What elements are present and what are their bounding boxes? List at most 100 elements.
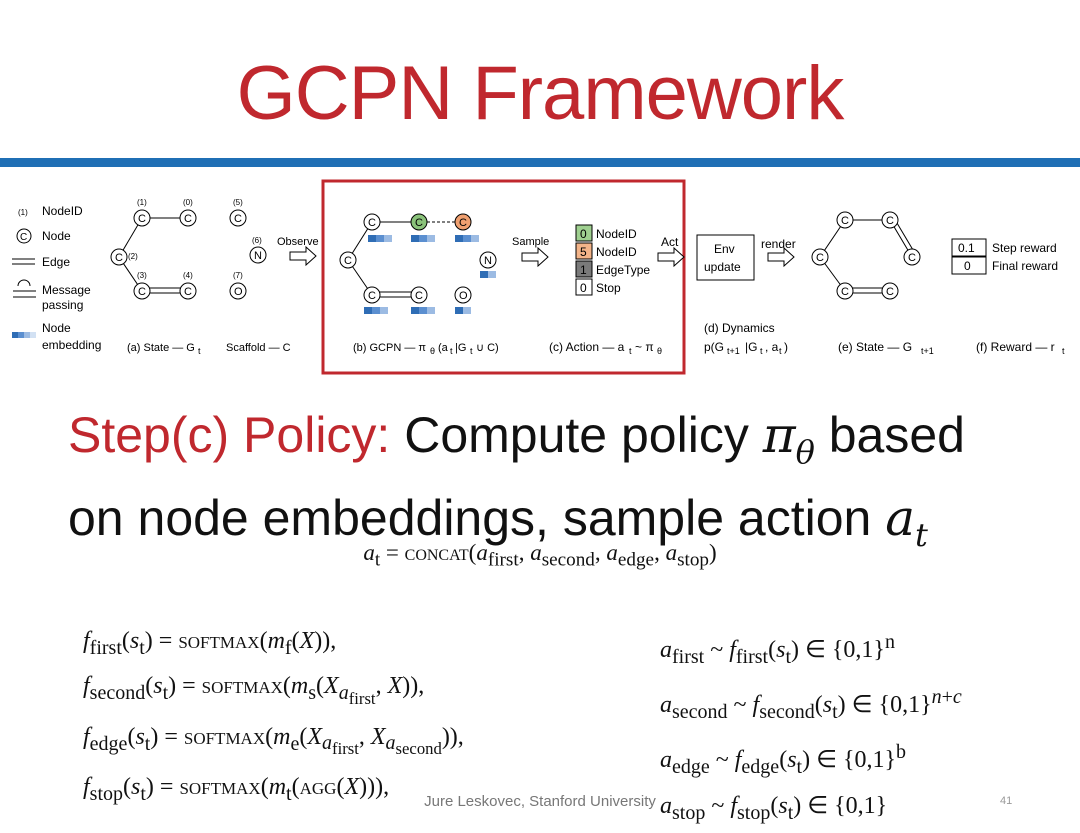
policy-equations: ffirst(st) = softmax(mf(X)), fsecond(st) … xyxy=(83,622,464,813)
svg-text:, a: , a xyxy=(765,340,779,354)
svg-text:C: C xyxy=(138,286,146,298)
page-number: 41 xyxy=(1000,795,1013,807)
step-text-1: Compute policy xyxy=(390,407,763,463)
step-text-2: based xyxy=(814,407,965,463)
svg-text:C: C xyxy=(184,213,192,225)
sampling-equation: asecond ~ fsecond(st) ∈ {0,1}n+c xyxy=(660,685,962,723)
svg-text:(5): (5) xyxy=(233,198,243,207)
svg-text:C: C xyxy=(415,217,423,229)
step-line-2: on node embeddings, sample action xyxy=(68,490,886,546)
svg-text:(b) GCPN — π: (b) GCPN — π xyxy=(353,342,426,354)
svg-text:(0): (0) xyxy=(183,198,193,207)
svg-text:Env: Env xyxy=(714,242,735,256)
svg-text:θ: θ xyxy=(430,346,435,356)
svg-text:Message: Message xyxy=(42,283,91,297)
svg-text:0.1: 0.1 xyxy=(958,241,975,255)
svg-text:C: C xyxy=(415,290,423,302)
sampling-equations: afirst ~ ffirst(st) ∈ {0,1}n asecond ~ fs… xyxy=(660,622,962,833)
svg-text:N: N xyxy=(254,250,262,262)
state-graph-a xyxy=(110,209,267,300)
svg-text:1: 1 xyxy=(580,263,587,277)
svg-text:θ: θ xyxy=(657,346,662,356)
svg-text:update: update xyxy=(704,260,741,274)
svg-text:~ π: ~ π xyxy=(635,340,654,354)
svg-text:(c) Action — a: (c) Action — a xyxy=(549,340,625,354)
concat-line: at = concat(afirst, asecond, aedge, asto… xyxy=(363,540,717,571)
svg-text:C: C xyxy=(368,217,376,229)
svg-text:C: C xyxy=(908,252,916,264)
svg-text:t+1: t+1 xyxy=(921,346,934,356)
step-lead: Step(c) Policy: xyxy=(68,407,391,463)
svg-text:C: C xyxy=(184,286,192,298)
action-symbol: a xyxy=(885,489,916,547)
svg-text:(6): (6) xyxy=(252,236,262,245)
svg-text:EdgeType: EdgeType xyxy=(596,263,650,277)
svg-text:0: 0 xyxy=(964,259,971,273)
svg-text:(7): (7) xyxy=(233,271,243,280)
svg-text:t: t xyxy=(450,346,453,356)
svg-text:embedding: embedding xyxy=(42,338,101,352)
svg-text:C: C xyxy=(20,232,27,243)
svg-text:t: t xyxy=(760,346,763,356)
svg-text:C: C xyxy=(886,215,894,227)
policy-equation: ffirst(st) = softmax(mf(X)), xyxy=(83,628,337,659)
svg-text:C: C xyxy=(344,255,352,267)
svg-text:(2): (2) xyxy=(128,252,138,261)
svg-text:Node: Node xyxy=(42,229,71,243)
svg-text:C: C xyxy=(138,213,146,225)
policy-equation: fsecond(st) = softmax(ms(Xafirst, X)), xyxy=(83,672,425,708)
svg-text:render: render xyxy=(761,237,796,251)
step-description: Step(c) Policy: Compute policy πθ based … xyxy=(68,402,1068,568)
svg-text:0: 0 xyxy=(580,281,587,295)
title-rule xyxy=(0,158,1080,167)
svg-text:(4): (4) xyxy=(183,271,193,280)
svg-text:t: t xyxy=(470,346,473,356)
pi-symbol: π xyxy=(762,406,796,464)
svg-text:(a: (a xyxy=(438,342,449,354)
svg-text:(3): (3) xyxy=(137,271,147,280)
svg-text:(1): (1) xyxy=(18,208,28,217)
embedding-bars xyxy=(364,235,496,314)
pi-subscript: θ xyxy=(795,433,815,471)
sampling-equation: afirst ~ ffirst(st) ∈ {0,1}n xyxy=(660,631,895,668)
svg-text:C: C xyxy=(234,213,242,225)
footer-credit: Jure Leskovec, Stanford University xyxy=(424,793,656,810)
slide-title: GCPN Framework xyxy=(236,51,845,136)
svg-text:t: t xyxy=(1062,346,1065,356)
svg-text:Scaffold — C: Scaffold — C xyxy=(226,342,291,354)
svg-text:passing: passing xyxy=(42,298,83,312)
svg-text:NodeID: NodeID xyxy=(42,204,83,218)
sampling-equation: aedge ~ fedge(st) ∈ {0,1}b xyxy=(660,740,907,778)
svg-text:Step reward: Step reward xyxy=(992,241,1057,255)
svg-text:Final reward: Final reward xyxy=(992,259,1058,273)
svg-text:(a) State — G: (a) State — G xyxy=(127,342,195,354)
svg-text:p(G: p(G xyxy=(704,340,724,354)
svg-text:(f) Reward — r: (f) Reward — r xyxy=(976,340,1055,354)
svg-text:C: C xyxy=(368,290,376,302)
svg-text:Observe: Observe xyxy=(277,236,319,248)
svg-text:Act: Act xyxy=(661,235,679,249)
svg-text:∪ C): ∪ C) xyxy=(476,342,499,354)
svg-text:|G: |G xyxy=(745,340,757,354)
svg-text:0: 0 xyxy=(580,227,587,241)
policy-equation: fstop(st) = softmax(mt(agg(X))), xyxy=(83,774,390,806)
concat-equation: at = concat(afirst, asecond, aedge, asto… xyxy=(0,540,1080,572)
svg-text:(d) Dynamics: (d) Dynamics xyxy=(704,321,775,335)
gcpn-highlight-box xyxy=(321,179,686,375)
action-subscript: t xyxy=(915,516,928,554)
svg-text:t: t xyxy=(779,346,782,356)
svg-text:C: C xyxy=(816,252,824,264)
svg-text:C: C xyxy=(841,286,849,298)
svg-text:(e) State — G: (e) State — G xyxy=(838,340,912,354)
svg-text:Stop: Stop xyxy=(596,281,621,295)
svg-text:|G: |G xyxy=(455,342,466,354)
svg-text:Node: Node xyxy=(42,321,71,335)
svg-text:C: C xyxy=(841,215,849,227)
svg-text:t: t xyxy=(198,346,201,356)
svg-text:t: t xyxy=(629,346,632,356)
svg-text:NodeID: NodeID xyxy=(596,227,637,241)
svg-text:(1): (1) xyxy=(137,198,147,207)
svg-text:C: C xyxy=(459,217,467,229)
